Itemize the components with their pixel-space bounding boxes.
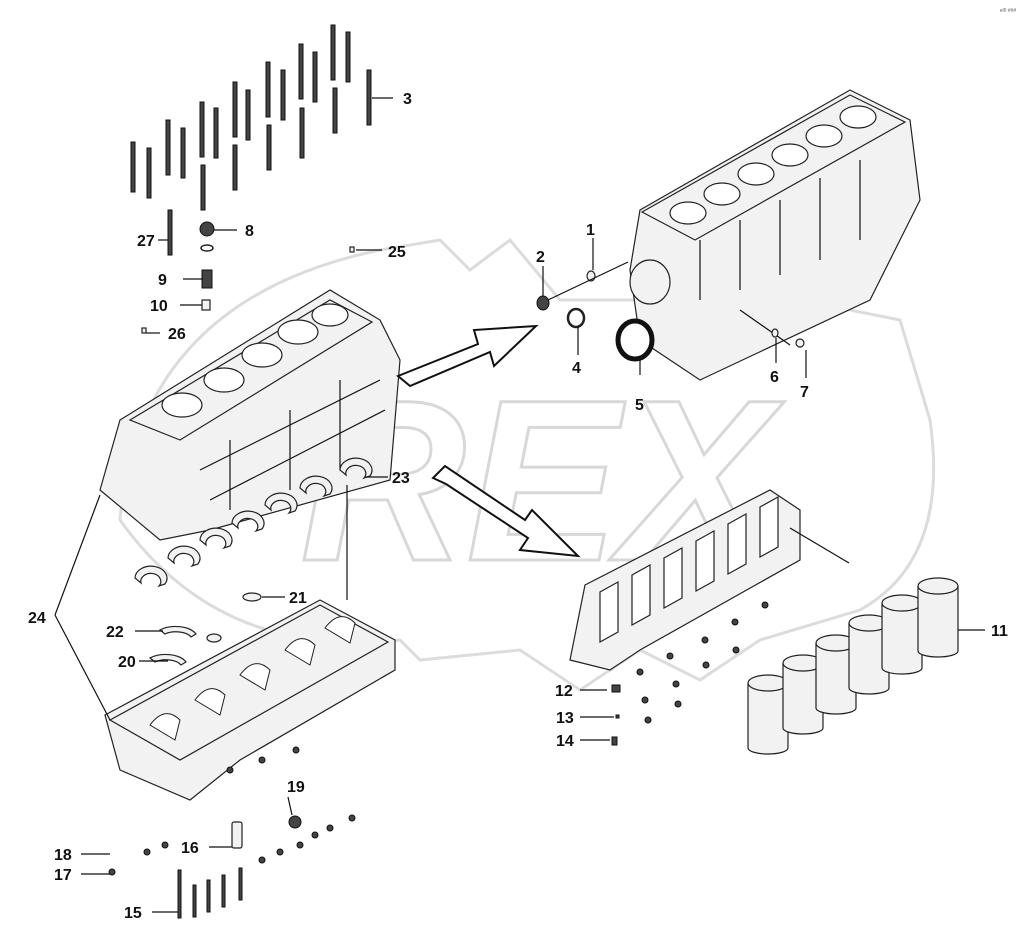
callout-1: 1	[586, 222, 595, 239]
callout-15: 15	[124, 905, 142, 922]
callout-24: 24	[28, 610, 46, 627]
callout-20: 20	[118, 654, 136, 671]
callout-26: 26	[168, 326, 186, 343]
callout-16: 16	[181, 840, 199, 857]
cylinder-block-right	[629, 89, 921, 381]
callout-17: 17	[54, 867, 72, 884]
corner-mark: e® ###	[1000, 7, 1016, 14]
callout-10: 10	[150, 298, 168, 315]
crankcase-lower-left	[104, 592, 396, 849]
callout-21: 21	[289, 590, 307, 607]
rear-seals	[536, 261, 805, 362]
callout-25: 25	[388, 244, 406, 261]
callout-19: 19	[287, 779, 305, 796]
callout-4: 4	[572, 360, 581, 377]
callout-18: 18	[54, 847, 72, 864]
callout-23: 23	[392, 470, 410, 487]
callout-5: 5	[635, 397, 644, 414]
callout-labels: 1 2 3 4 5 6 7 8 9 10 11 12 13 14 15 16 1…	[28, 91, 1008, 922]
liner-block-right	[569, 489, 801, 746]
assembly-arrows	[396, 324, 581, 558]
callout-12: 12	[555, 683, 573, 700]
leader-lines	[54, 97, 985, 913]
callout-11: 11	[991, 623, 1008, 640]
lower-bolts-set	[108, 746, 356, 919]
head-bolts-set	[130, 24, 372, 256]
callout-9: 9	[158, 272, 167, 289]
small-parts-top	[141, 221, 355, 334]
callout-2: 2	[536, 249, 545, 266]
callout-6: 6	[770, 369, 779, 386]
callout-3: 3	[403, 91, 412, 108]
cylinder-liners	[747, 577, 959, 755]
callout-13: 13	[556, 710, 574, 727]
main-bearing-shells	[134, 457, 373, 588]
callout-22: 22	[106, 624, 124, 641]
callout-8: 8	[245, 223, 254, 240]
callout-7: 7	[800, 384, 809, 401]
callout-27: 27	[137, 233, 155, 250]
crankcase-upper-left	[99, 289, 401, 541]
callout-14: 14	[556, 733, 574, 750]
